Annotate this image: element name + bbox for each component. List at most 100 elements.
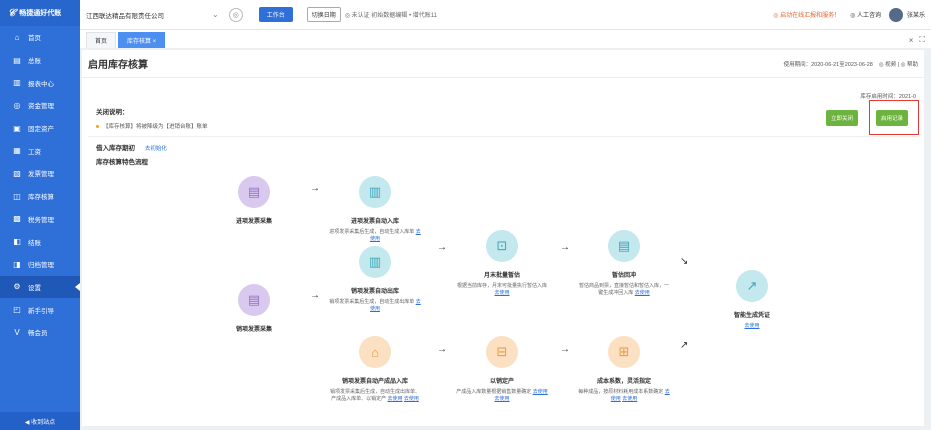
guide-icon: ◰ [13,305,21,315]
sidebar-item-fixed-assets[interactable]: ▣ 固定资产 [0,117,80,140]
enable-record-button[interactable]: 启用记录 [876,110,909,126]
period-label-text: 借入库存期初 [96,145,135,152]
flow-node-output-finished-stockin[interactable]: ⌂ 销项发票自动产成品入库 销项发票采集后生成，自动生成出库单、产成品入库单、以… [315,336,435,404]
node-name: 月末批量暂估 [483,273,520,279]
video-help-links[interactable]: ◎ 视频 | ◎ 帮助 [878,61,918,68]
node-desc: 产成品入库数量根据销售数量确定 去使用 去使用 [456,389,548,403]
sidebar-item-label: 资金管理 [28,103,54,111]
flow-node-input-auto-stockin[interactable]: ▥ 进项发票自动入库 进项发票采集后生成，自动生成入库单 去使用 [315,176,435,244]
sidebar-item-archive[interactable]: ◨归档管理 [0,253,80,276]
node-name: 销项发票自动产成品入库 [341,379,408,385]
sidebar-item-reports[interactable]: ▥报表中心 [0,71,80,94]
switch-date-button[interactable]: 切换日期 [306,7,341,22]
use-link[interactable]: 去使用 [532,389,548,395]
sidebar-item-label: 库存核算 [28,194,54,202]
flow-node-smart-voucher[interactable]: ↗ 智能生成凭证 去使用 [692,270,812,330]
use-link[interactable]: 去使用 [634,290,650,297]
flow-node-output-invoice-collect[interactable]: ▤ 销项发票采集 [194,284,314,333]
invoice-icon: ▤ [238,284,270,316]
node-name: 暂估回冲 [611,273,636,279]
tab-home[interactable]: 首页 [86,32,117,48]
usage-period: 使用期间：2020-06-21至2023-06-28 [783,61,873,68]
initialize-link[interactable]: 去初始化 [144,146,167,152]
use-link[interactable]: 去使用 [744,323,760,329]
arrow-right-icon: → [437,242,447,253]
use-link-2[interactable]: 去使用 [494,396,510,403]
company-selector[interactable]: 江西联达精品有限责任公司 [86,12,164,20]
node-name: 智能生成凭证 [733,313,770,319]
flow-node-output-auto-stockout[interactable]: ▥ 销项发票自动出库 销项发票采集后生成，自动生成出库单 去使用 [315,246,435,314]
payroll-icon: ▦ [13,146,21,156]
funds-icon: ◎ [13,100,21,110]
sidebar-item-settings[interactable]: ⚙设置 [0,275,80,299]
sidebar-item-label: 发票管理 [28,171,54,179]
sidebar-item-label: 固定资产 [28,126,54,134]
close-now-button[interactable]: 立即关闭 [826,110,859,126]
fullscreen-icon[interactable]: ⛶ [919,35,925,44]
flow-node-cost-coefficient[interactable]: ⊞ 成本系数，灵活指定 每种成品，按原材料耗用成本系数确定 去使用 去使用 [564,336,684,404]
inventory-icon: ◫ [13,191,21,201]
closing-icon: ◧ [13,237,21,247]
sidebar-item-ledger[interactable]: ▤总账 [0,49,80,72]
enable-date: 库存启用时间：2021-0 [860,94,916,100]
sidebar-item-payroll[interactable]: ▦工资 [0,139,80,162]
use-link[interactable]: 去使用 [494,290,510,297]
sidebar-item-invoices[interactable]: ▧ 发票管理 [0,162,80,185]
arrow-down-right-icon: ↘ [680,256,689,267]
production-icon: ⊟ [486,336,518,368]
use-link-2[interactable]: 去使用 [403,396,419,403]
arrow-right-icon: → [437,344,447,355]
node-desc: 每种成品，按原材料耗用成本系数确定 去使用 去使用 [578,389,670,403]
sidebar-item-label: 税务管理 [28,216,54,224]
sidebar-item-label: 总账 [28,58,41,66]
sidebar-item-closing[interactable]: ◧结账 [0,230,80,253]
close-icon[interactable]: × [908,35,914,45]
arrow-right-icon: → [310,183,320,194]
chevron-down-icon[interactable]: ⌄ [212,10,219,19]
top-bar: 江西联达精品有限责任公司 ⌄ ◎ 工作台 切换日期 ◎ 未认证 初始数据编辑 •… [80,0,931,30]
use-link[interactable]: 去使用 [369,299,421,313]
app-logo[interactable]: 𝒞 畅捷通好代账 [0,0,80,26]
voucher-icon: ↗ [736,270,768,302]
title-row: 启用库存核算 使用期间：2020-06-21至2023-06-28 ◎ 视频 |… [82,50,924,78]
sidebar-item-label: 新手引导 [28,307,54,315]
tab-bar: 首页 库存核算 × × ⛶ [80,30,931,48]
sidebar-item-funds[interactable]: ◎ 资金管理 [0,94,80,117]
sidebar-nav: ⌂ 首页 ▤总账 ▥报表中心 ◎ 资金管理 ▣ 固定资产 ▦工资 ▧ 发票管理 ◫ 库存核… [0,26,80,344]
home-icon: ⌂ [14,32,20,42]
sidebar-item-inventory[interactable]: ◫ 库存核算 [0,185,80,208]
assets-icon: ▣ [13,123,21,133]
sidebar-item-guide[interactable]: ◰ 新手引导 [0,298,80,321]
use-link-2[interactable]: 去使用 [622,396,638,403]
invoice-icon: ▧ [13,168,21,178]
arrow-right-icon: → [560,242,570,253]
use-link[interactable]: 去使用 [387,396,403,403]
flow-node-input-invoice-collect[interactable]: ▤ 进项发票采集 [194,176,314,225]
use-link[interactable]: 去使用 [369,229,421,243]
arrow-right-icon: → [310,290,320,301]
report-icon: ▥ [13,78,21,88]
flow-title: 库存核算特色流程 [96,159,148,166]
user-name[interactable]: 张某乐 [906,13,925,19]
account-status: ◎ 未认证 初始数据编辑 • 增代账11 [344,13,437,19]
flow-node-estimate-reversal[interactable]: ▤ 暂估回冲 暂估商品到票，直接暂估和暂估入库，一键生成冲回入库 去使用 [564,230,684,298]
node-name: 进项发票采集 [235,219,272,225]
sidebar-item-home[interactable]: ⌂ 首页 [0,26,80,49]
highlight-box [869,100,919,135]
flow-node-production-by-sales[interactable]: ⊟ 以销定产 产成品入库数量根据销售数量确定 去使用 去使用 [442,336,562,404]
flow-node-monthend-estimate[interactable]: ⊡ 月末批量暂估 根据当前库存，月末可批量执行暂估入库 去使用 [442,230,562,298]
workbench-button[interactable]: 工作台 [258,7,293,22]
collapse-sidebar-button[interactable]: ◀ 收到站点 [0,412,80,430]
account-set-icon[interactable]: ◎ [228,7,243,22]
customer-service-link[interactable]: ◎ 人工咨询 [850,13,881,19]
node-desc: 根据当前库存，月末可批量执行暂估入库 去使用 [456,283,547,297]
notice-link[interactable]: ◎ 启动在线汇报和服务！ [773,13,841,19]
sidebar-item-label: 首页 [28,35,41,43]
logo-text: 畅捷通好代账 [19,10,62,17]
use-link[interactable]: 去使用 [610,389,670,403]
sidebar-item-tax[interactable]: ▩税务管理 [0,208,80,231]
vip-icon: V [14,327,20,337]
tab-inventory[interactable]: 库存核算 × [118,32,166,48]
avatar[interactable] [888,7,903,22]
